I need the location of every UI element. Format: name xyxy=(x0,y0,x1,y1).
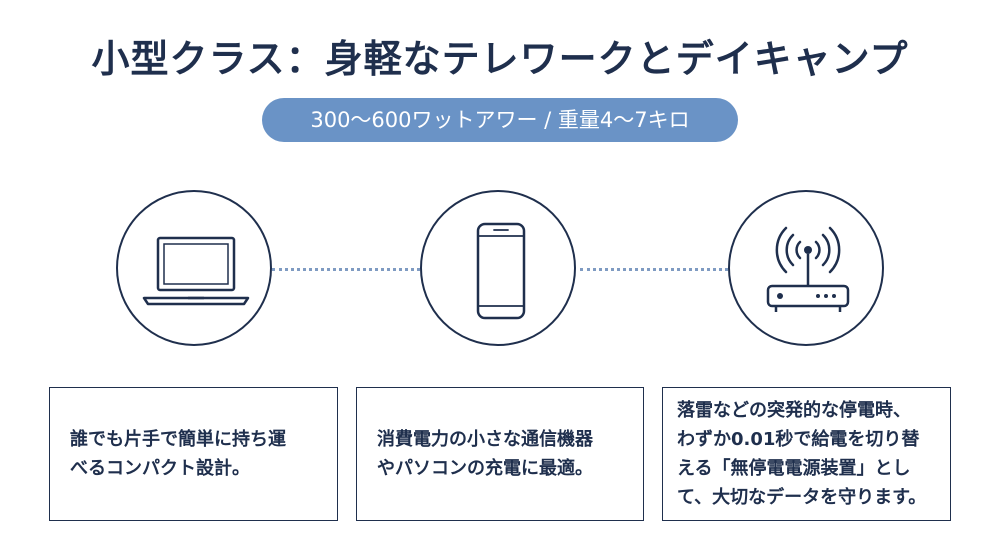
card-line: わずか0.01秒で給電を切り替 xyxy=(677,429,920,450)
card-line: 消費電力の小さな通信機器 xyxy=(377,429,593,450)
card-line: て、大切なデータを守ります。 xyxy=(677,487,927,508)
card-line: 誰でも片手で簡単に持ち運 xyxy=(70,429,286,450)
connector-line-2 xyxy=(580,268,728,271)
card-line: 落雷などの突発的な停電時、 xyxy=(677,400,911,421)
laptop-circle xyxy=(116,190,272,346)
card-line: やパソコンの充電に最適。 xyxy=(377,458,593,479)
page-title: 小型クラス：身軽なテレワークとデイキャンプ xyxy=(91,37,909,81)
router-circle xyxy=(728,190,884,346)
card-text: 消費電力の小さな通信機器 やパソコンの充電に最適。 xyxy=(357,425,613,483)
smartphone-icon xyxy=(476,222,526,320)
card-charging: 消費電力の小さな通信機器 やパソコンの充電に最適。 xyxy=(356,387,644,521)
card-line: える「無停電電源装置」とし xyxy=(677,458,911,479)
card-text: 誰でも片手で簡単に持ち運 べるコンパクト設計。 xyxy=(50,425,306,483)
wifi-router-icon xyxy=(766,226,850,312)
card-ups: 落雷などの突発的な停電時、 わずか0.01秒で給電を切り替 える「無停電電源装置… xyxy=(662,387,951,521)
connector-line-1 xyxy=(272,268,420,271)
card-line: べるコンパクト設計。 xyxy=(70,458,250,479)
smartphone-circle xyxy=(420,190,576,346)
laptop-icon xyxy=(142,236,250,306)
card-portability: 誰でも片手で簡単に持ち運 べるコンパクト設計。 xyxy=(49,387,338,521)
spec-badge: 300〜600ワットアワー / 重量4〜7キロ xyxy=(262,98,738,142)
card-text: 落雷などの突発的な停電時、 わずか0.01秒で給電を切り替 える「無停電電源装置… xyxy=(663,396,940,512)
